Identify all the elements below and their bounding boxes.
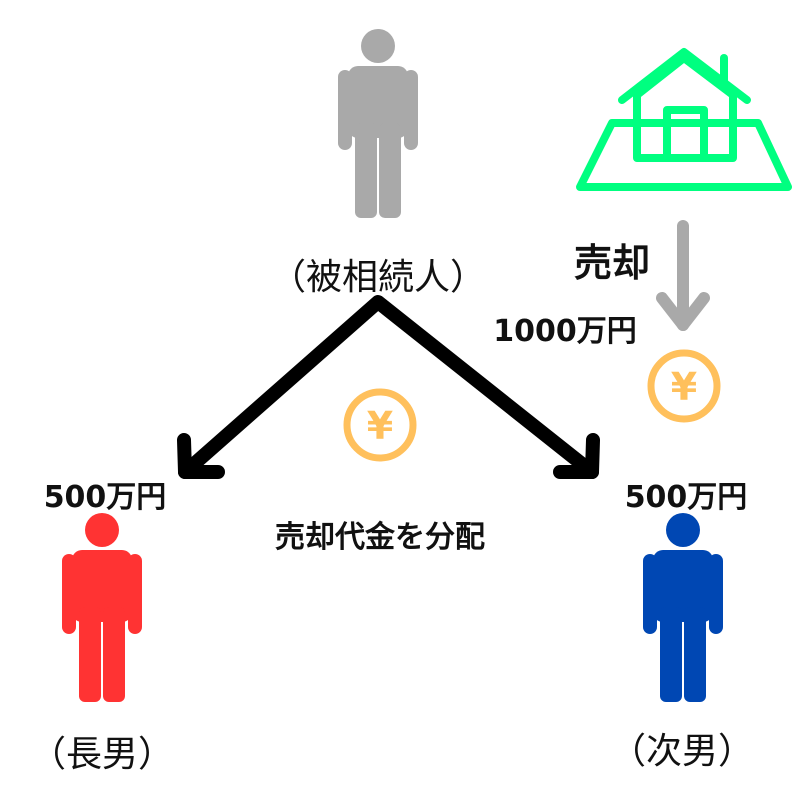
eldest-share-amount: 500万円 (43, 480, 167, 515)
yen-coin-icon: ¥ (343, 388, 417, 462)
deceased-person-icon (338, 29, 418, 218)
sale-amount: 1000万円 (493, 314, 637, 349)
second-son-person-icon (643, 513, 723, 702)
distribution-arrows-icon (177, 295, 600, 479)
eldest-son-label: （長男） (29, 734, 175, 775)
deceased-label: （被相続人） (269, 257, 487, 298)
second-share-amount: 500万円 (624, 480, 748, 515)
yen-coin-icon: ¥ (647, 349, 721, 423)
house-icon (576, 48, 792, 191)
eldest-son-person-icon (62, 513, 142, 702)
distribution-label: 売却代金を分配 (275, 520, 485, 555)
second-son-label: （次男） (609, 731, 755, 772)
svg-text:¥: ¥ (367, 404, 393, 448)
svg-text:¥: ¥ (671, 365, 697, 409)
sale-arrow-icon (656, 220, 710, 331)
sale-label: 売却 (573, 241, 651, 285)
